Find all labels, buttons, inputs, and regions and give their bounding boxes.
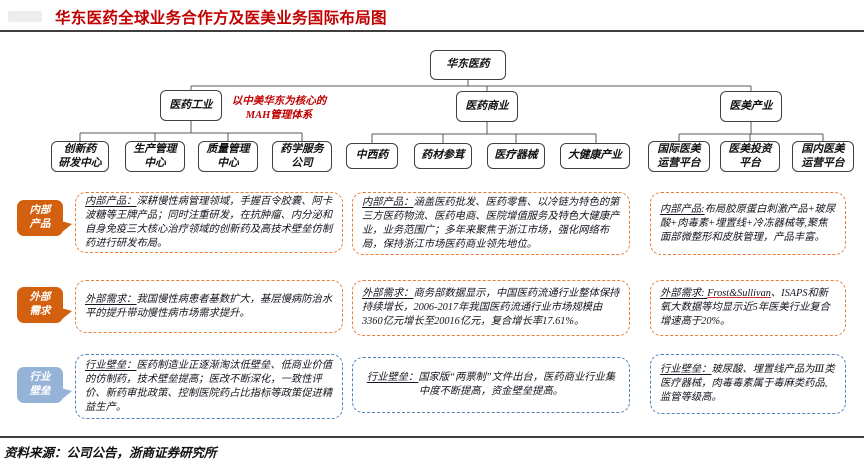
cell-body: 玻尿酸、埋置线产品为Ⅲ类医疗器械，肉毒毒素属于毒麻类药品,监管等级高。 [660,364,835,403]
info-cell-industry-barriers: 行业壁垒：医药制造业正逐渐淘汰低壁垒、低商业价值的仿制药，技术壁垒提高；医改不断… [75,354,343,419]
cell-label: 行业壁垒： [366,372,419,383]
cell-body: 布局胶原蛋白刺激产品+玻尿酸+肉毒素+埋置线+冷冻器械等,聚焦面部微整形和皮肤管… [660,203,836,243]
cell-body: 国家版“两票制”文件出台，医药商业行业集中度不断提高，资金壁垒提高。 [418,372,616,397]
cell-label: 外部需求： [85,293,137,305]
info-cell-text: 内部产品：深耕慢性病管理领域，手握百令胶囊、阿卡波糖等王牌产品；同时注重研发，在… [85,195,333,251]
mah-annotation: 以中美华东为核心的 MAH管理体系 [231,96,327,122]
cell-label: 外部需求： [362,288,414,299]
info-cell-industry-demand: 外部需求：我国慢性病患者基数扩大，基层慢病防治水平的提升带动慢性病市场需求提升。 [75,280,343,333]
org-root-node: 华东医药 [430,50,506,80]
info-cell-aesthetics-demand: 外部需求: Frost&Sullivan、ISAPS和新氧大数据等均显示近5年医… [650,280,846,336]
child-node-chinese-western-medicine: 中西药 [346,143,398,169]
cell-label: 内部产品： [362,196,414,208]
child-node-quality-center: 质量管理 中心 [198,141,258,172]
tree-connectors [79,80,824,143]
info-cell-text: 内部产品：涵盖医药批发、医药零售、以冷链为特色的第三方医药物流、医药电商、医院增… [362,196,620,252]
bubble-internal-products: 内部 产品 [17,200,72,236]
info-cell-commerce-barriers: 行业壁垒：国家版“两票制”文件出台，医药商业行业集中度不断提高，资金壁垒提高。 [352,357,630,413]
info-cell-text: 行业壁垒：医药制造业正逐渐淘汰低壁垒、低商业价值的仿制药，技术壁垒提高；医改不断… [85,359,333,415]
bubble-external-demand: 外部 需求 [17,287,72,323]
branch-node-pharma-commerce: 医药商业 [456,91,518,122]
info-cell-industry-internal: 内部产品：深耕慢性病管理领域，手握百令胶囊、阿卡波糖等王牌产品；同时注重研发，在… [75,192,343,253]
title-underline [0,30,864,32]
info-cell-commerce-internal: 内部产品：涵盖医药批发、医药零售、以冷链为特色的第三方医药物流、医药电商、医院增… [352,192,630,255]
footer-rule [0,436,864,438]
branch-node-pharma-industry: 医药工业 [160,90,222,121]
child-node-pharma-service-co: 药学服务 公司 [272,141,332,172]
child-node-big-health: 大健康产业 [560,143,630,169]
child-node-innovation-rd-center: 创新药 研发中心 [51,141,109,172]
source-note: 资料来源：公司公告，浙商证券研究所 [4,446,217,460]
cell-english-term: Frost&Sullivan [707,288,771,299]
cell-label: 内部产品: [660,203,705,215]
cell-label: 内部产品： [85,195,137,207]
faded-figure-label [8,11,42,22]
cell-body: 涵盖医药批发、医药零售、以冷链为特色的第三方医药物流、医药电商、医院增值服务及特… [362,196,620,250]
child-node-medical-devices: 医疗器械 [487,143,545,169]
child-node-intl-aesthetics-platform: 国际医美 运营平台 [648,141,710,172]
info-cell-text: 外部需求：商务部数据显示，中国医药流通行业整体保持持续增长，2006-2017年… [362,287,620,329]
cell-body: 、ISAPS和新氧大数据等均显示近5年医美行业复合增速高于20%。 [660,288,830,327]
cell-label: 行业壁垒： [660,364,712,375]
page-title: 华东医药全球业务合作方及医美业务国际布局图 [55,10,387,27]
info-cell-text: 行业壁垒：国家版“两票制”文件出台，医药商业行业集中度不断提高，资金壁垒提高。 [362,371,620,399]
cell-body: 商务部数据显示，中国医药流通行业整体保持持续增长，2006-2017年我国医药流… [362,288,620,327]
cell-body: 医药制造业正逐渐淘汰低壁垒、低商业价值的仿制药，技术壁垒提高；医改不断深化，一致… [85,359,333,413]
cell-label: 外部需求: [660,288,708,299]
child-node-herbal-materials: 药材参茸 [414,143,472,169]
cell-body: 我国慢性病患者基数扩大，基层慢病防治水平的提升带动慢性病市场需求提升。 [85,293,333,319]
child-node-aesthetics-investment-platform: 医美投资 平台 [720,141,780,172]
info-cell-aesthetics-internal: 内部产品:布局胶原蛋白刺激产品+玻尿酸+肉毒素+埋置线+冷冻器械等,聚焦面部微整… [650,192,846,255]
info-cell-aesthetics-barriers: 行业壁垒：玻尿酸、埋置线产品为Ⅲ类医疗器械，肉毒毒素属于毒麻类药品,监管等级高。 [650,354,846,414]
info-cell-text: 行业壁垒：玻尿酸、埋置线产品为Ⅲ类医疗器械，肉毒毒素属于毒麻类药品,监管等级高。 [660,363,836,405]
child-node-production-center: 生产管理 中心 [125,141,185,172]
info-cell-commerce-demand: 外部需求：商务部数据显示，中国医药流通行业整体保持持续增长，2006-2017年… [352,280,630,336]
cell-body: 深耕慢性病管理领域，手握百令胶囊、阿卡波糖等王牌产品；同时注重研发，在抗肿瘤、内… [85,195,333,249]
branch-node-medical-aesthetics: 医美产业 [720,91,782,122]
info-cell-text: 外部需求：我国慢性病患者基数扩大，基层慢病防治水平的提升带动慢性病市场需求提升。 [85,293,333,321]
info-cell-text: 外部需求: Frost&Sullivan、ISAPS和新氧大数据等均显示近5年医… [660,287,836,329]
cell-label: 行业壁垒： [85,359,137,371]
bubble-industry-barriers: 行业 壁垒 [17,367,72,403]
child-node-domestic-aesthetics-platform: 国内医美 运营平台 [792,141,854,172]
info-cell-text: 内部产品:布局胶原蛋白刺激产品+玻尿酸+肉毒素+埋置线+冷冻器械等,聚焦面部微整… [660,203,836,245]
